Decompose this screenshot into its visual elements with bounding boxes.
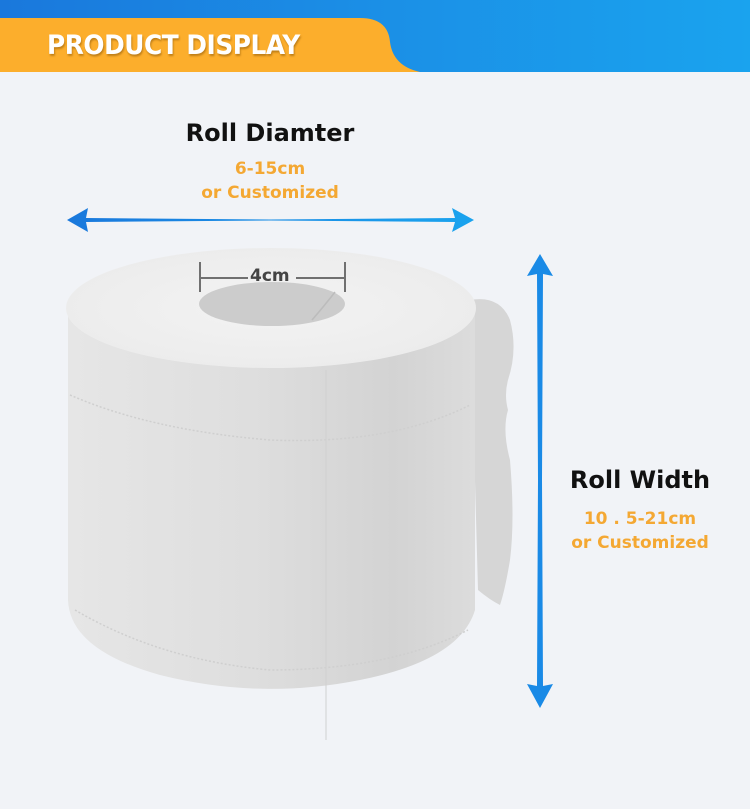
width-title: Roll Width [569, 466, 711, 494]
diameter-spec: 6-15cm or Customized [150, 157, 390, 205]
roll-core [199, 282, 345, 326]
core-measure-icon [199, 262, 346, 292]
width-arrow-icon [527, 254, 553, 708]
width-spec: 10 . 5-21cm or Customized [540, 507, 740, 555]
diameter-title: Roll Diamter [185, 119, 355, 147]
diameter-arrow-icon [67, 208, 474, 232]
banner-tab-shape [0, 18, 420, 72]
width-note: or Customized [571, 533, 709, 553]
core-diameter-label: 4cm [250, 266, 290, 286]
banner-title: PRODUCT DISPLAY [47, 30, 300, 61]
diameter-note: or Customized [201, 183, 339, 203]
width-range: 10 . 5-21cm [583, 509, 697, 529]
diameter-range: 6-15cm [234, 159, 306, 179]
roll-body [68, 312, 475, 689]
loose-sheet [470, 299, 514, 605]
